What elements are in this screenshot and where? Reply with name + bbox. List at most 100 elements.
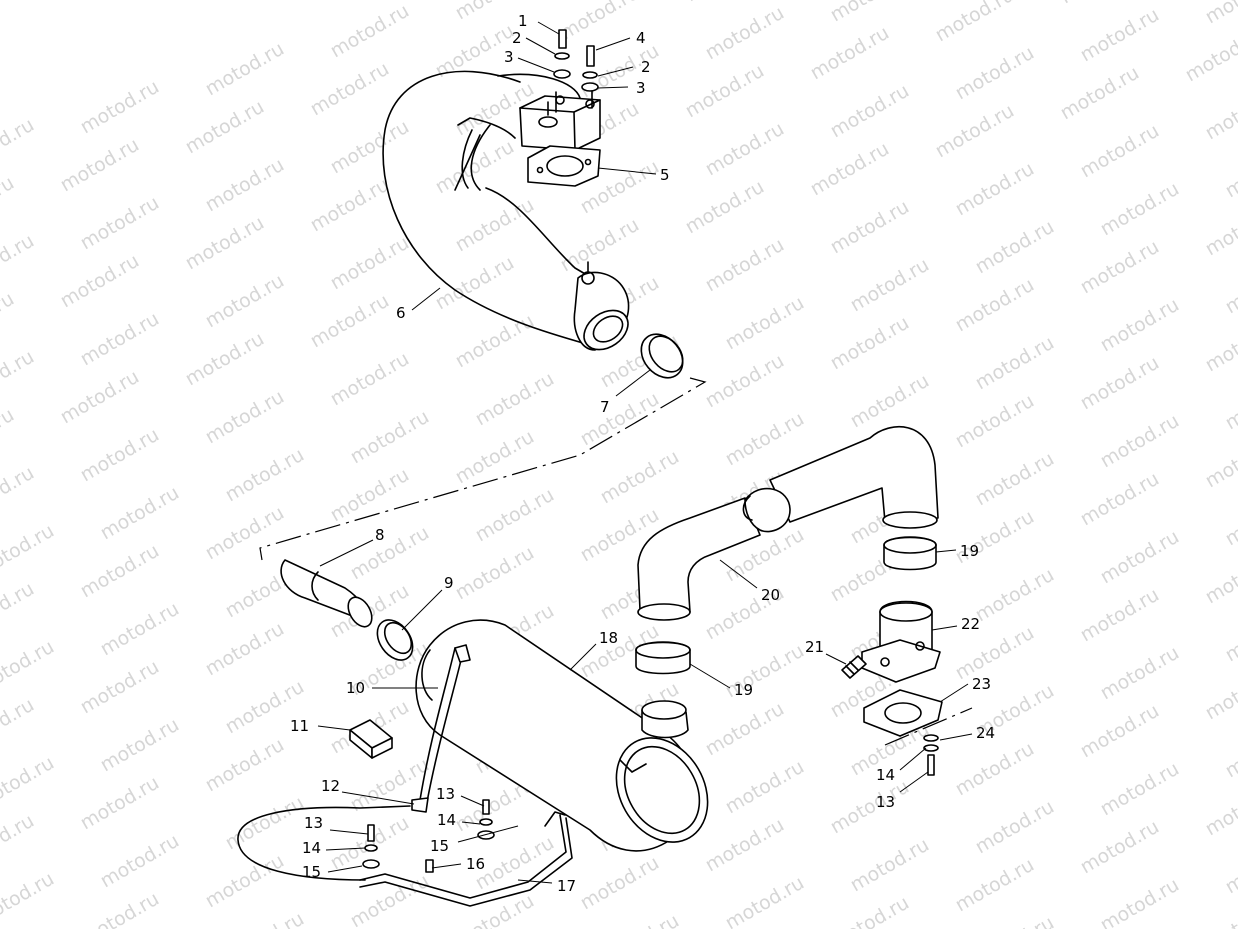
part-label-15a: 15 xyxy=(430,837,449,855)
watermark-text: motod.ru xyxy=(182,328,268,391)
watermark-text: motod.ru xyxy=(1097,178,1183,241)
watermark-text: motod.ru xyxy=(1222,604,1238,667)
part-label-16: 16 xyxy=(466,855,485,873)
watermark-text: motod.ru xyxy=(827,312,913,375)
watermark-text: motod.ru xyxy=(557,0,643,44)
watermark-text: motod.ru xyxy=(307,58,393,121)
watermark-text: motod.ru xyxy=(1097,874,1183,929)
part-label-9: 9 xyxy=(444,574,454,592)
watermark-text: motod.ru xyxy=(682,0,768,6)
watermark-text: motod.ru xyxy=(1222,720,1238,783)
watermark-text: motod.ru xyxy=(827,892,913,929)
clamp-part-19-upper xyxy=(884,537,936,570)
watermark-text: motod.ru xyxy=(97,830,183,893)
watermark-text: motod.ru xyxy=(57,250,143,313)
part-label-7: 7 xyxy=(600,398,610,416)
watermark-text: motod.ru xyxy=(472,484,558,547)
watermark-text: motod.ru xyxy=(202,618,288,681)
watermark-text: motod.ru xyxy=(202,386,288,449)
watermark-text: motod.ru xyxy=(1097,642,1183,705)
watermark-text: motod.ru xyxy=(472,368,558,431)
watermark-text: motod.ru xyxy=(182,212,268,275)
watermark-text: motod.ru xyxy=(702,2,788,65)
watermark-text: motod.ru xyxy=(972,332,1058,395)
watermark-text: motod.ru xyxy=(1202,314,1238,377)
watermark-text: motod.ru xyxy=(347,870,433,929)
watermark-text: motod.ru xyxy=(1077,4,1163,67)
watermark-text: motod.ru xyxy=(807,22,893,85)
part-label-2b: 2 xyxy=(641,58,651,76)
watermark-text: motod.ru xyxy=(1202,430,1238,493)
part-label-13c: 13 xyxy=(876,793,895,811)
watermark-text: motod.ru xyxy=(1057,0,1143,8)
watermark-text: motod.ru xyxy=(0,636,58,699)
watermark-text: motod.ru xyxy=(0,114,38,177)
part-label-19b: 19 xyxy=(734,681,753,699)
watermark-text: motod.ru xyxy=(807,138,893,201)
watermark-text: motod.ru xyxy=(0,578,38,641)
watermark-text: motod.ru xyxy=(972,564,1058,627)
watermark-text: motod.ru xyxy=(722,292,808,355)
watermark-text: motod.ru xyxy=(0,868,58,929)
clamp-part-19-lower xyxy=(636,642,690,674)
watermark-text: motod.ru xyxy=(1202,546,1238,609)
part-label-5: 5 xyxy=(660,166,670,184)
watermark-text: motod.ru xyxy=(0,230,38,293)
watermark-text: motod.ru xyxy=(0,520,58,583)
part-label-13a: 13 xyxy=(436,785,455,803)
watermark-text: motod.ru xyxy=(952,390,1038,453)
watermark-text: motod.ru xyxy=(1222,256,1238,319)
part-label-8: 8 xyxy=(375,526,385,544)
watermark-text: motod.ru xyxy=(972,448,1058,511)
watermark-text: motod.ru xyxy=(952,274,1038,337)
watermark-text: motod.ru xyxy=(97,482,183,545)
watermark-text: motod.ru xyxy=(1222,140,1238,203)
watermark-text: motod.ru xyxy=(1202,894,1238,929)
watermark-text: motod.ru xyxy=(0,288,18,351)
watermark-text: motod.ru xyxy=(952,854,1038,917)
watermark-text: motod.ru xyxy=(202,502,288,565)
watermark-text: motod.ru xyxy=(452,310,538,373)
watermark-text: motod.ru xyxy=(577,388,663,451)
watermark-text: motod.ru xyxy=(327,232,413,295)
watermark-text: motod.ru xyxy=(827,0,913,26)
watermark-text: motod.ru xyxy=(222,908,308,929)
watermark-text: motod.ru xyxy=(347,406,433,469)
watermark-text: motod.ru xyxy=(827,80,913,143)
watermark-text: motod.ru xyxy=(722,408,808,471)
watermark-text: motod.ru xyxy=(972,796,1058,859)
watermark-text: motod.ru xyxy=(327,0,413,62)
watermark-text: motod.ru xyxy=(702,350,788,413)
watermark-text: motod.ru xyxy=(682,176,768,239)
watermark-text: motod.ru xyxy=(1202,0,1238,28)
watermark-text: motod.ru xyxy=(77,656,163,719)
watermark-text: motod.ru xyxy=(1097,410,1183,473)
part-label-10: 10 xyxy=(346,679,365,697)
watermark-text: motod.ru xyxy=(1077,700,1163,763)
watermark-text: motod.ru xyxy=(0,810,38,873)
watermark-text: motod.ru xyxy=(972,216,1058,279)
watermark-text: motod.ru xyxy=(597,446,683,509)
watermark-text: motod.ru xyxy=(77,192,163,255)
watermark-text: motod.ru xyxy=(847,370,933,433)
watermark-text: motod.ru xyxy=(222,792,308,855)
part-label-4: 4 xyxy=(636,29,646,47)
watermark-text: motod.ru xyxy=(1222,836,1238,899)
part-label-23: 23 xyxy=(972,675,991,693)
watermark-text: motod.ru xyxy=(847,834,933,897)
watermark-text: motod.ru xyxy=(0,346,38,409)
part-label-14b: 14 xyxy=(302,839,321,857)
watermark-text: motod.ru xyxy=(1057,62,1143,125)
watermark-text: motod.ru xyxy=(682,60,768,123)
part-label-21: 21 xyxy=(805,638,824,656)
watermark-text: motod.ru xyxy=(222,444,308,507)
watermark-text: motod.ru xyxy=(702,814,788,877)
watermark-text: motod.ru xyxy=(0,172,18,235)
watermark-text: motod.ru xyxy=(1077,352,1163,415)
watermark-text: motod.ru xyxy=(202,38,288,101)
watermark-text: motod.ru xyxy=(1077,468,1163,531)
part-label-19a: 19 xyxy=(960,542,979,560)
part-label-3a: 3 xyxy=(504,48,514,66)
